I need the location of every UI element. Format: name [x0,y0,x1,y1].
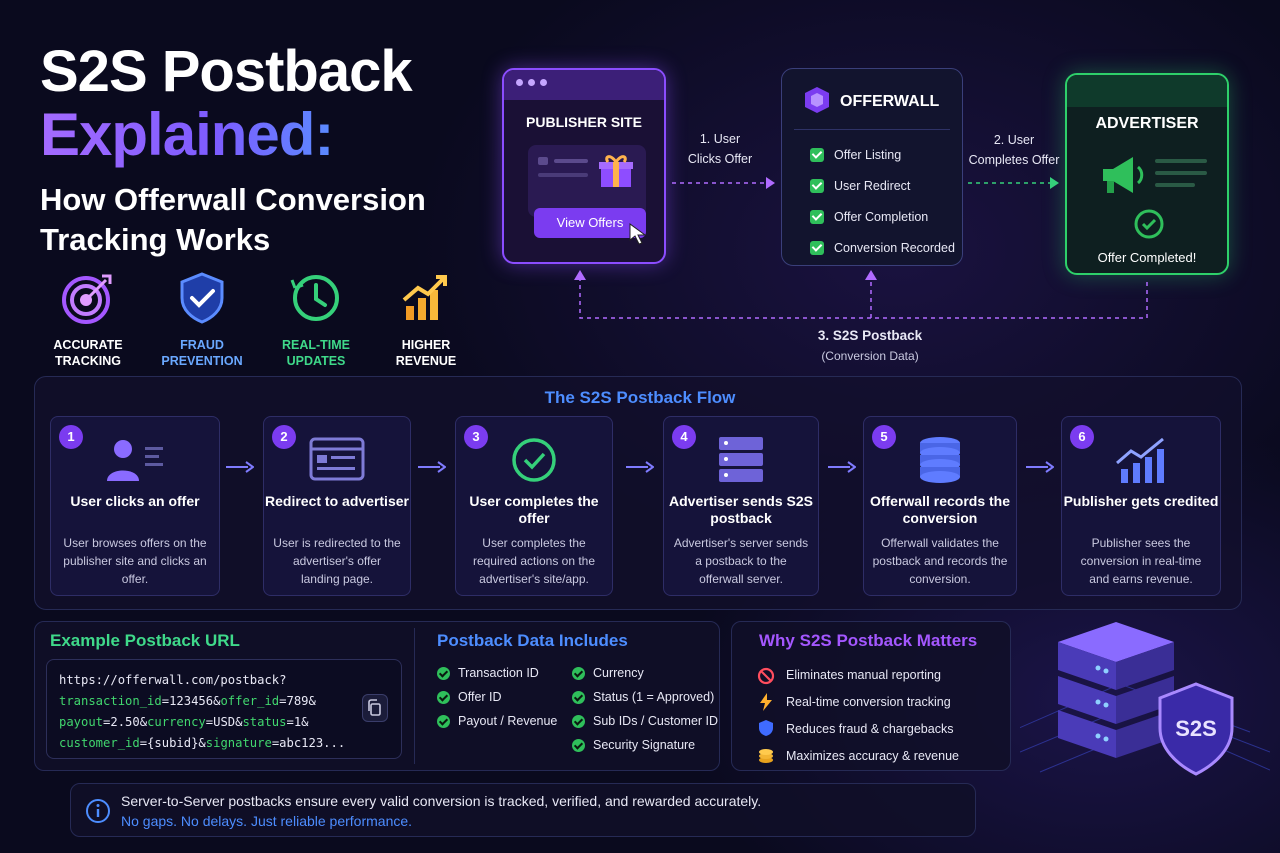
shield-check-icon [180,272,224,324]
copy-button[interactable] [362,694,388,722]
note-line2: No gaps. No delays. Just reliable perfor… [121,813,413,829]
top-flow-connectors [574,177,1148,319]
browser-bar [504,70,664,100]
coins-icon [759,749,773,763]
gift-icon [599,155,633,187]
offerwall-logo-icon [805,87,829,113]
browser-window-icon [309,437,365,481]
growth-chart-icon [1116,437,1164,483]
growth-chart-icon [402,275,447,320]
feature-label: REAL-TIME UPDATES [281,338,351,368]
flow-step-2: 2 Redirect to advertiser User is redirec… [263,416,411,596]
arrow-right-icon [226,461,254,473]
no-entry-icon [757,667,775,685]
flow-step-4: 4 Advertiser sends S2S postback Advertis… [663,416,819,596]
info-note: Server-to-Server postbacks ensure every … [70,783,976,837]
hero-title-line2: Explained: [40,101,334,168]
s2s-badge-text: S2S [1175,716,1217,741]
offer-completed-status: Offer Completed! [1097,250,1197,265]
postback-flow-section [34,376,1242,610]
arrow-right-icon [1026,461,1054,473]
check-icon [810,209,824,224]
check-circle-icon [1134,209,1164,239]
data-includes-title: Postback Data Includes [437,631,628,650]
data-item: Offer ID [437,690,502,704]
postback-url-code: https://offerwall.com/postback? transact… [46,659,402,759]
flow-step-5: 5 Offerwall records the conversion Offer… [863,416,1017,596]
server-stack-icon [1058,622,1174,758]
arrow-right-icon [418,461,446,473]
offerwall-card: OFFERWALL Offer Listing User Redirect Of… [781,68,963,266]
note-line1: Server-to-Server postbacks ensure every … [121,793,762,809]
data-item: Payout / Revenue [437,714,557,728]
checklist-item: Conversion Recorded [810,232,955,263]
checklist-item: Offer Listing [810,139,955,170]
why-item: Real-time conversion tracking [786,695,951,709]
check-icon [437,714,450,728]
step3-label: 3. S2S Postback (Conversion Data) [817,328,923,363]
feature-higher-revenue: HIGHER REVENUE [376,270,476,369]
feature-real-time-updates: REAL-TIME UPDATES [266,270,366,369]
view-offers-button[interactable]: View Offers [534,208,646,238]
offerwall-checklist: Offer Listing User Redirect Offer Comple… [810,139,955,263]
flow-step-1: 1 User clicks an offer User browses offe… [50,416,220,596]
feature-accurate-tracking: ACCURATE TRACKING [38,270,138,369]
offer-preview-box [528,145,646,217]
publisher-site-card: PUBLISHER SITE View Offers [502,68,666,264]
flow-step-3: 3 User completes the offer User complete… [455,416,613,596]
cursor-icon [629,223,647,245]
feature-label: ACCURATE TRACKING [53,338,123,368]
data-item: Transaction ID [437,666,539,680]
data-item: Currency [572,666,644,680]
arrow-right-icon [626,461,654,473]
checklist-item: Offer Completion [810,201,955,232]
server-icon [719,437,763,482]
check-icon [437,690,450,704]
lightning-icon [760,693,772,711]
server-shield-illustration [1020,622,1270,776]
why-title: Why S2S Postback Matters [759,631,978,650]
megaphone-icon [1103,157,1144,193]
database-icon [920,437,960,483]
advertiser-card: ADVERTISER Offer Completed! [1065,73,1229,275]
feature-label: FRAUD PREVENTION [161,338,243,368]
check-icon [810,147,824,162]
feature-fraud-prevention: FRAUD PREVENTION [152,270,252,369]
check-icon [810,178,824,193]
check-icon [572,690,585,704]
checklist-item: User Redirect [810,170,955,201]
flow-step-6: 6 Publisher gets credited Publisher sees… [1061,416,1221,596]
check-icon [437,666,450,680]
user-icon [107,440,163,481]
shield-badge-icon [1158,682,1234,776]
flow-title: The S2S Postback Flow [544,388,736,407]
offerwall-title: OFFERWALL [840,93,940,110]
why-item: Maximizes accuracy & revenue [786,749,959,763]
hero-subtitle: How Offerwall Conversion Tracking Works [40,182,426,257]
check-icon [572,714,585,728]
feature-label: HIGHER REVENUE [395,338,457,368]
why-panel [731,621,1011,771]
why-item: Reduces fraud & chargebacks [786,722,954,736]
data-item: Status (1 = Approved) [572,690,714,704]
check-icon [810,240,824,255]
clock-icon [290,275,339,321]
info-icon [86,799,110,823]
data-item: Security Signature [572,738,695,752]
check-icon [572,738,585,752]
arrow-right-icon [828,461,856,473]
example-url-title: Example Postback URL [50,631,240,650]
check-icon [572,666,585,680]
shield-icon [759,720,773,736]
copy-icon [368,699,381,716]
why-item: Eliminates manual reporting [786,668,941,682]
target-icon [62,274,112,324]
hero-title-line1: S2S Postback [40,39,413,104]
check-circle-icon [512,438,556,482]
data-item: Sub IDs / Customer ID [572,714,718,728]
publisher-site-title: PUBLISHER SITE [526,114,642,130]
advertiser-title: ADVERTISER [1095,115,1199,132]
